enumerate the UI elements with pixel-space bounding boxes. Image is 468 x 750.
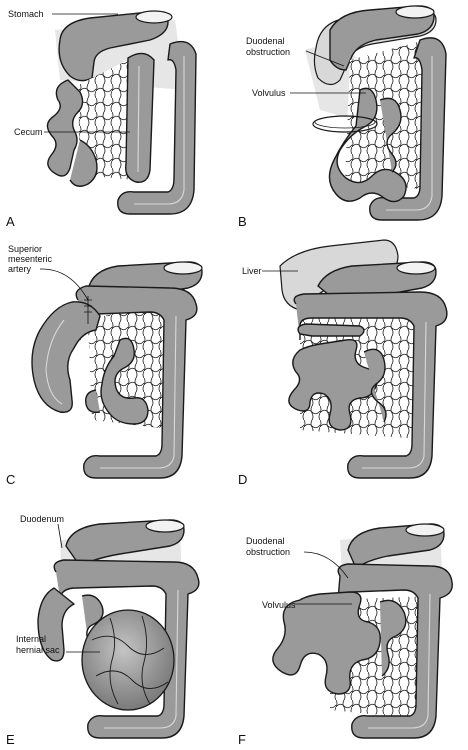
stomach-shape bbox=[58, 11, 169, 82]
panel-letter-b: B bbox=[238, 214, 247, 229]
label-liver: Liver bbox=[242, 266, 262, 276]
panel-letter-a: A bbox=[6, 214, 15, 229]
panel-d: Liver D bbox=[238, 239, 448, 487]
panel-letter-f: F bbox=[238, 732, 246, 747]
panel-a: Stomach Cecum A bbox=[6, 9, 197, 229]
label-volvulus-f: Volvulus bbox=[262, 600, 296, 610]
label-duodenum: Duodenum bbox=[20, 514, 64, 524]
panel-letter-c: C bbox=[6, 472, 15, 487]
cecum-shape bbox=[125, 52, 155, 183]
panel-letter-d: D bbox=[238, 472, 247, 487]
label-volvulus-b: Volvulus bbox=[252, 88, 286, 98]
label-cecum: Cecum bbox=[14, 127, 43, 137]
hernial-sac-shape bbox=[81, 609, 175, 711]
panel-letter-e: E bbox=[6, 732, 15, 747]
stomach-b bbox=[329, 5, 435, 71]
label-stomach: Stomach bbox=[8, 9, 44, 19]
